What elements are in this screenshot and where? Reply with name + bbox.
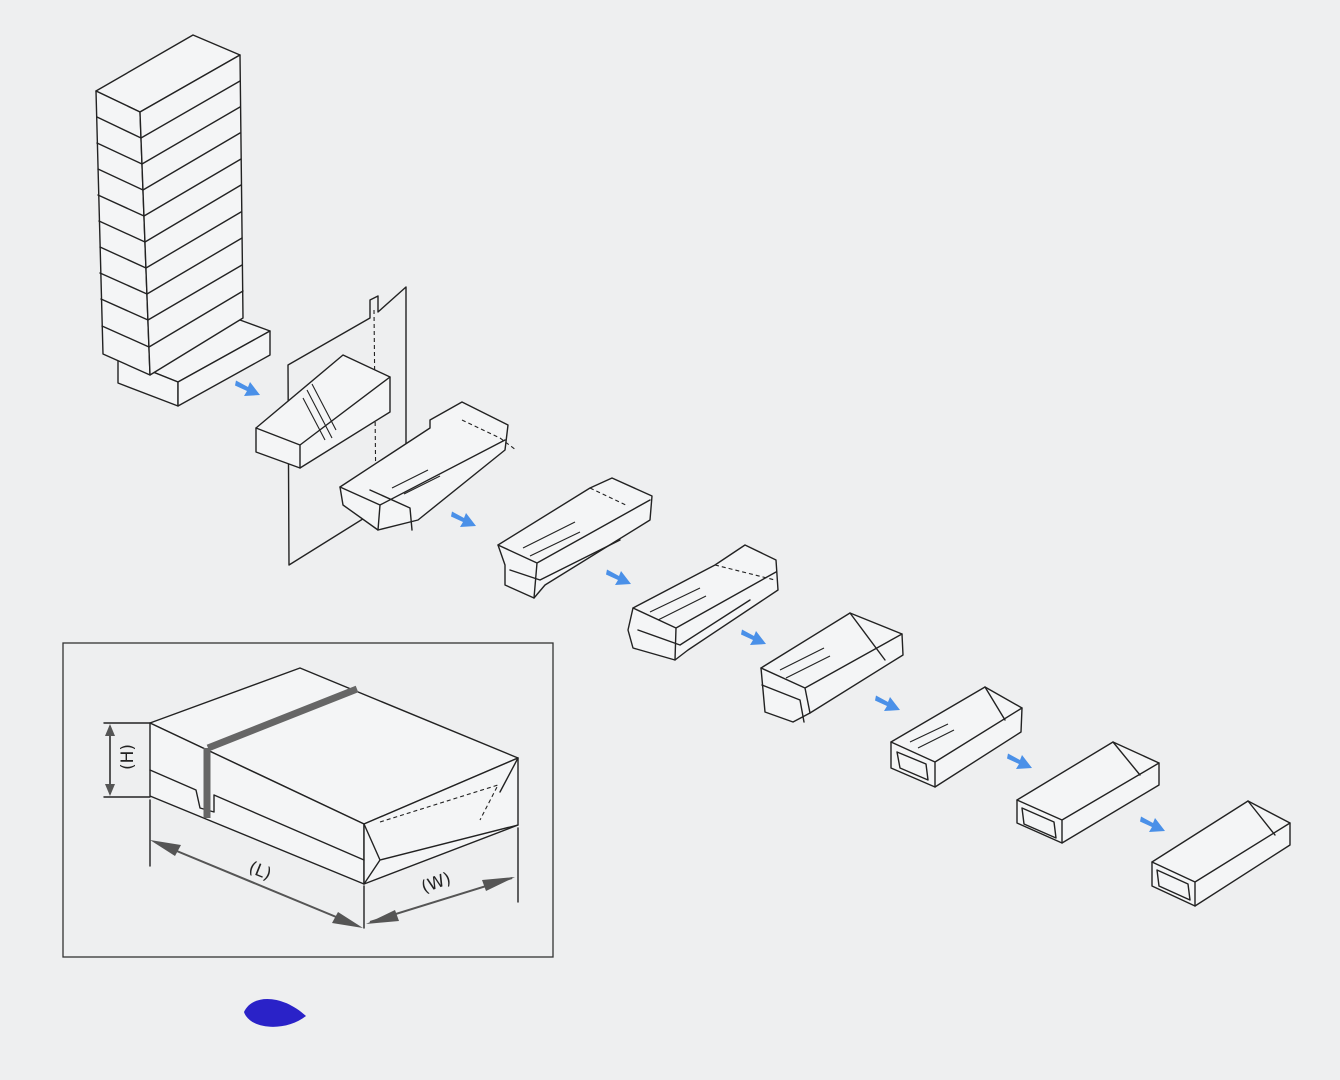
ink-blob-icon <box>244 998 306 1027</box>
stage-4-box <box>497 477 653 599</box>
film-plane <box>287 286 407 566</box>
detail-inset: (H) (L) (W) <box>62 642 554 958</box>
stage-5-box <box>627 544 779 661</box>
flow-arrow-icon-6 <box>1007 753 1032 769</box>
width-label: (W) <box>419 869 454 898</box>
flow-arrow-icon-1 <box>235 380 260 396</box>
inset-frame <box>62 642 554 958</box>
stage-6-box <box>760 612 904 723</box>
stage-wrap-plane <box>255 286 407 566</box>
flow-arrow-icon-3 <box>606 569 631 585</box>
height-label: (H) <box>118 744 138 770</box>
stage-8-box <box>1016 741 1160 844</box>
stage2-box <box>255 354 391 469</box>
stage-9-box <box>1151 800 1291 907</box>
stage-3-box <box>339 401 517 531</box>
flow-arrow-icon-2 <box>451 511 476 527</box>
flow-arrow-icon-4 <box>741 629 766 645</box>
inset-tape <box>203 685 359 818</box>
blank-stack <box>95 34 271 407</box>
flow-arrow-icon-7 <box>1140 816 1165 832</box>
stage-7-box <box>890 686 1023 788</box>
flow-arrow-icon-5 <box>875 695 900 711</box>
